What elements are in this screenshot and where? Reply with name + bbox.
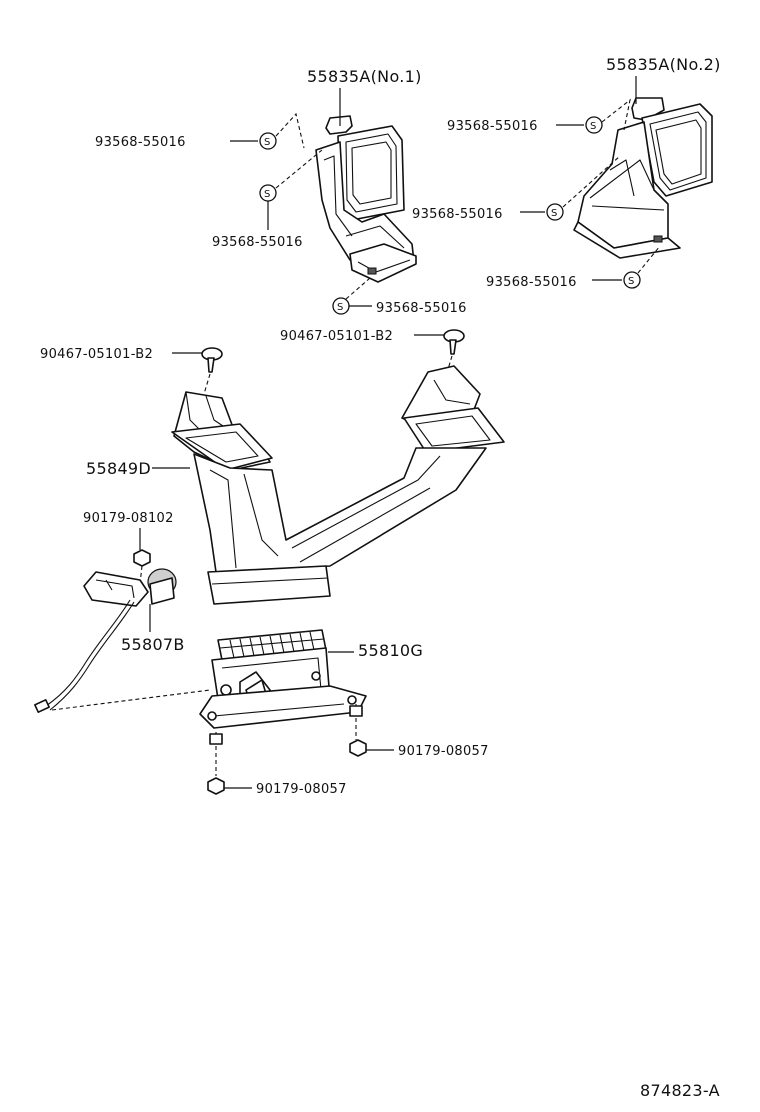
nut-right-label: 90179-08057 — [398, 744, 489, 759]
figure-number: 874823-A — [640, 1081, 720, 1100]
rear-duct — [171, 365, 505, 605]
svg-text:55810G: 55810G — [358, 641, 423, 660]
screw-no2-middle: 93568-55016 S — [412, 203, 564, 222]
control-unit — [199, 629, 367, 729]
servo-motor — [34, 568, 211, 713]
screw-no1-lower-label: 93568-55016 — [376, 301, 467, 316]
screw-no2-lower-label: 93568-55016 — [486, 275, 577, 290]
screw-no1-middle-label: 93568-55016 — [212, 235, 303, 250]
svg-text:S: S — [590, 121, 596, 132]
svg-text:55849D: 55849D — [86, 459, 151, 478]
control-unit-label: 55810G — [328, 641, 423, 660]
svg-text:55835A(No.1): 55835A(No.1) — [307, 67, 422, 86]
duct-no2-label: 55835A(No.2) — [606, 55, 721, 104]
nut-bottom-label: 90179-08057 — [256, 782, 347, 797]
svg-text:S: S — [337, 302, 343, 313]
nut-motor: 90179-08102 — [83, 511, 174, 585]
screw-no1-middle: S 93568-55016 — [212, 184, 303, 250]
clip-right: 90467-05101-B2 — [280, 329, 465, 377]
svg-text:S: S — [264, 189, 270, 200]
duct-no1 — [315, 115, 417, 283]
screw-no1-upper: S 93568-55016 — [95, 132, 277, 150]
rear-duct-label: 55849D — [86, 459, 190, 478]
svg-text:S: S — [628, 276, 634, 287]
screw-no2-lower: 93568-55016 S — [486, 271, 641, 290]
duct-no2 — [573, 97, 713, 259]
svg-text:S: S — [264, 137, 270, 148]
servo-motor-label: 55807B — [121, 604, 185, 654]
nut-right: 90179-08057 — [349, 704, 489, 759]
screw-no2-upper-label: 93568-55016 — [447, 119, 538, 134]
svg-text:55835A(No.2): 55835A(No.2) — [606, 55, 721, 74]
screw-no1-upper-label: 93568-55016 — [95, 135, 186, 150]
screw-no2-upper: 93568-55016 S — [447, 116, 603, 134]
nut-bottom: 90179-08057 — [207, 732, 347, 797]
svg-text:S: S — [551, 208, 557, 219]
clip-left: 90467-05101-B2 — [40, 347, 223, 395]
clip-right-label: 90467-05101-B2 — [280, 329, 393, 344]
screw-no2-middle-label: 93568-55016 — [412, 207, 503, 222]
duct-no1-label: 55835A(No.1) — [307, 67, 422, 126]
screw-no1-lower: S 93568-55016 — [332, 297, 467, 316]
clip-left-label: 90467-05101-B2 — [40, 347, 153, 362]
nut-motor-label: 90179-08102 — [83, 511, 174, 526]
svg-text:55807B: 55807B — [121, 635, 185, 654]
